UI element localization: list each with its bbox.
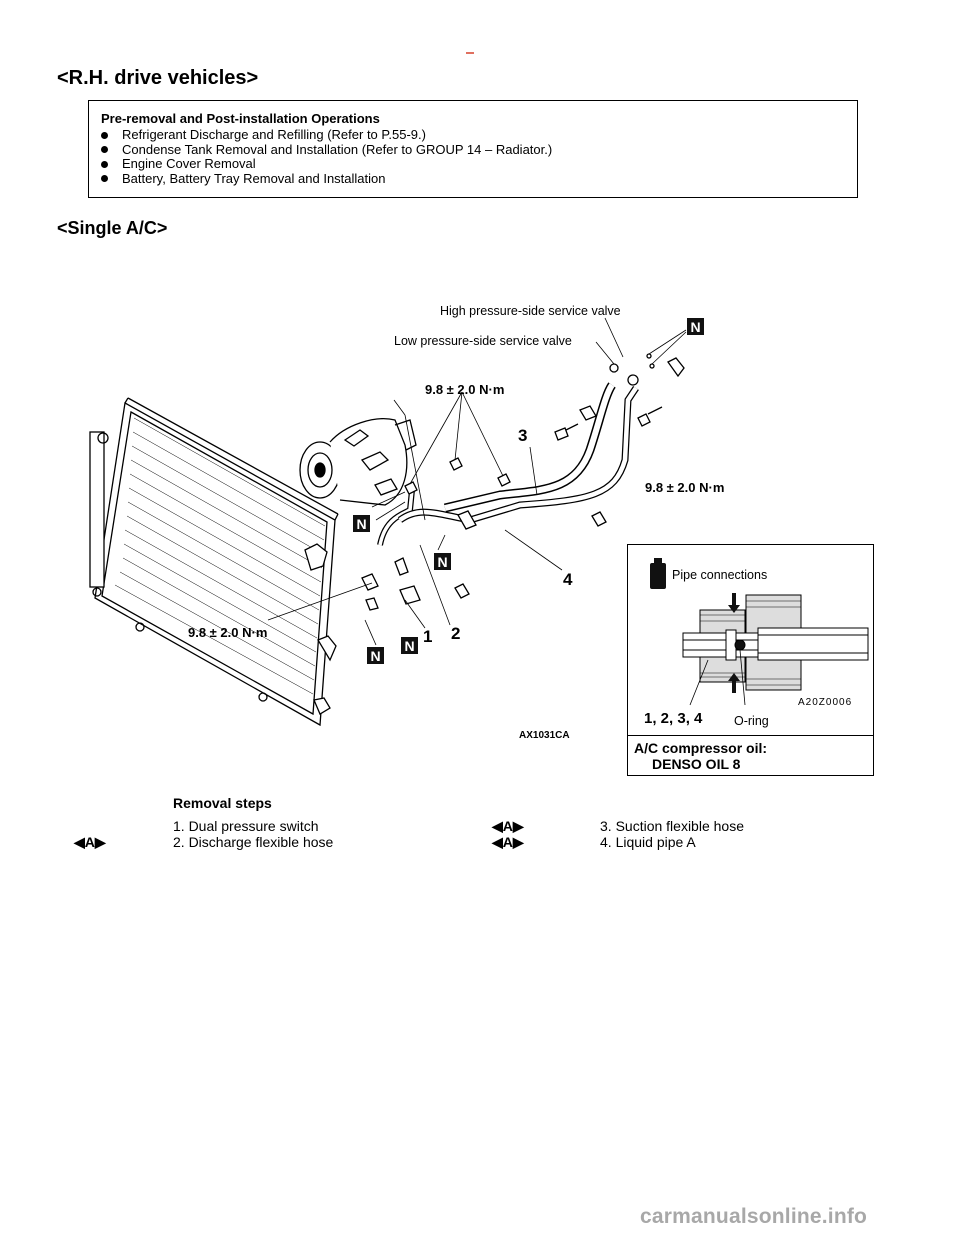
removal-steps-title: Removal steps: [173, 795, 272, 811]
n-mark-icon: N: [353, 515, 370, 532]
n-mark-icon: N: [367, 647, 384, 664]
triangle-left-icon: ◀: [492, 834, 503, 850]
service-tag-a: ◀A▶: [492, 818, 524, 834]
callout-3: 3: [518, 426, 528, 445]
bullet-icon: [101, 131, 108, 139]
watermark-link[interactable]: carmanualsonline.info: [640, 1205, 868, 1228]
list-item: Battery, Battery Tray Removal and Instal…: [101, 171, 552, 187]
triangle-right-icon: ▶: [512, 834, 524, 850]
arrow-up-icon: [728, 673, 740, 693]
arrow-down-icon: [728, 593, 740, 613]
receiver-tank: [89, 431, 105, 588]
callout-2: 2: [451, 624, 461, 643]
oring-label: O-ring: [734, 714, 769, 728]
torque-label-top: 9.8 ± 2.0 N·m: [425, 382, 505, 397]
triangle-right-icon: ▶: [512, 818, 524, 834]
triangle-left-icon: ◀: [492, 818, 503, 834]
list-item: Condense Tank Removal and Installation (…: [101, 142, 552, 158]
callout-4: 4: [563, 570, 573, 589]
removal-step: 3. Suction flexible hose: [600, 818, 744, 834]
triangle-right-icon: ▶: [94, 834, 106, 850]
inset-code: A20Z0006: [798, 697, 853, 708]
pre-removal-heading: Pre-removal and Post-installation Operat…: [101, 111, 380, 126]
bullet-icon: [101, 175, 108, 183]
pipe-connections-title: Pipe connections: [672, 568, 768, 582]
service-tag-a: ◀A▶: [74, 834, 106, 850]
ac-piping-diagram: [89, 317, 687, 727]
n-mark-icon: N: [401, 637, 418, 654]
removal-step: 1. Dual pressure switch: [173, 818, 319, 834]
removal-step: 4. Liquid pipe A: [600, 834, 696, 850]
inset-divider: [628, 735, 873, 736]
list-item: Engine Cover Removal: [101, 156, 552, 172]
pipe-connection-diagram: [650, 558, 869, 706]
compressor: [299, 418, 417, 506]
oil-value: DENSO OIL 8: [652, 756, 741, 772]
bullet-icon: [101, 146, 108, 154]
torque-label-right: 9.8 ± 2.0 N·m: [645, 480, 725, 495]
high-pressure-valve-label: High pressure-side service valve: [440, 304, 621, 318]
page-title: <R.H. drive vehicles>: [57, 67, 259, 89]
oil-can-icon: [650, 558, 666, 589]
removal-step: 2. Discharge flexible hose: [173, 834, 334, 850]
pre-removal-box: Pre-removal and Post-installation Operat…: [88, 100, 858, 198]
red-dash-mark: [466, 52, 474, 54]
bullet-icon: [101, 160, 108, 168]
section-title: <Single A/C>: [57, 218, 168, 238]
inset-parts: 1, 2, 3, 4: [644, 710, 703, 727]
low-pressure-valve-label: Low pressure-side service valve: [394, 334, 572, 348]
pipe-connections-inset: Pipe connections A20Z0006 1, 2, 3, 4 O-r…: [627, 544, 874, 776]
condenser: [94, 401, 336, 727]
n-mark-icon: N: [434, 553, 451, 570]
triangle-left-icon: ◀: [74, 834, 85, 850]
service-tag-a: ◀A▶: [492, 834, 524, 850]
pre-removal-list: Refrigerant Discharge and Refilling (Ref…: [101, 127, 552, 187]
callout-1: 1: [423, 627, 433, 646]
n-mark-icon: N: [687, 318, 704, 335]
torque-label-left: 9.8 ± 2.0 N·m: [188, 625, 268, 640]
figure-code: AX1031CA: [519, 730, 570, 741]
oil-label: A/C compressor oil:: [634, 740, 768, 756]
list-item: Refrigerant Discharge and Refilling (Ref…: [101, 127, 552, 143]
